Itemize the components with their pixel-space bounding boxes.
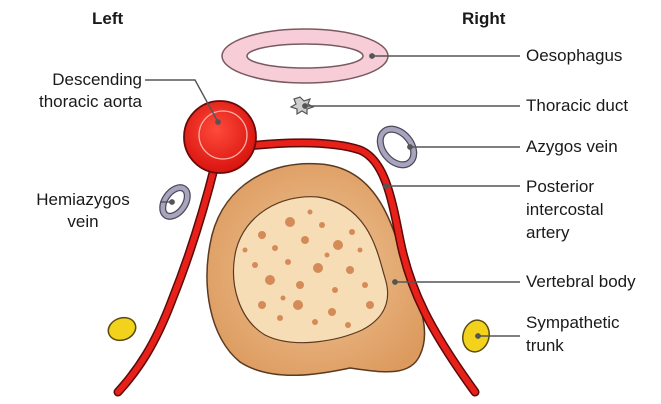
- label-sympathetic-line2: trunk: [526, 336, 564, 356]
- label-hemiazygos-line2: vein: [14, 212, 152, 232]
- label-oesophagus: Oesophagus: [526, 46, 622, 66]
- label-thoracic-duct: Thoracic duct: [526, 96, 628, 116]
- label-intercostal-line1: Posterior: [526, 177, 594, 197]
- label-aorta-line2: thoracic aorta: [0, 92, 142, 112]
- label-hemiazygos-line1: Hemiazygos: [14, 190, 152, 210]
- header-right: Right: [462, 9, 505, 29]
- label-sympathetic-line1: Sympathetic: [526, 313, 620, 333]
- sympathetic-trunk-left: [105, 314, 139, 344]
- label-vertebral-body: Vertebral body: [526, 272, 636, 292]
- label-intercostal-line3: artery: [526, 223, 569, 243]
- descending-thoracic-aorta: [184, 101, 256, 173]
- label-intercostal-line2: intercostal: [526, 200, 603, 220]
- oesophagus: [222, 29, 388, 83]
- label-azygos-vein: Azygos vein: [526, 137, 618, 157]
- header-left: Left: [92, 9, 123, 29]
- label-aorta-line1: Descending: [0, 70, 142, 90]
